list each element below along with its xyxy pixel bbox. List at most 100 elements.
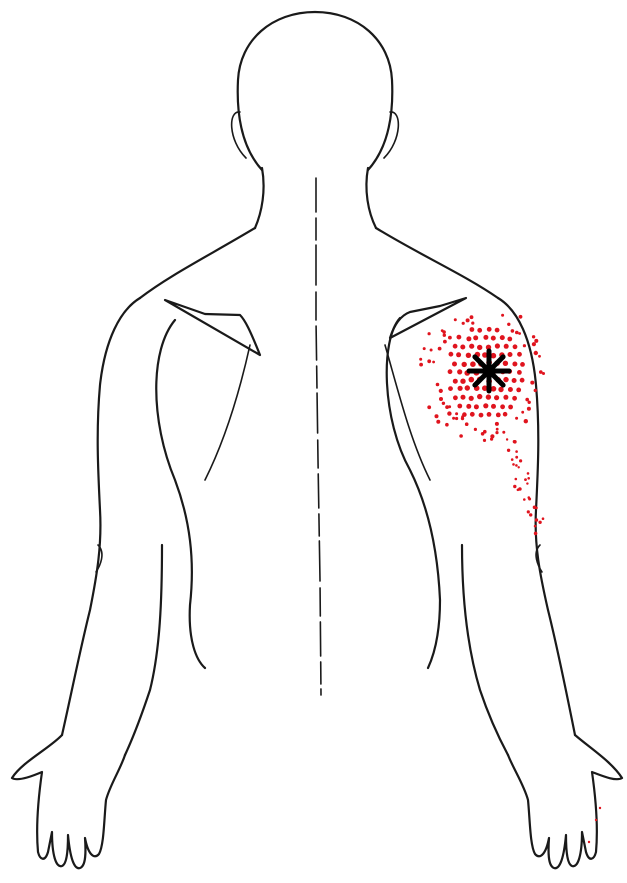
pain-dot	[506, 438, 508, 440]
pain-dot	[462, 362, 467, 367]
pain-dot	[448, 336, 452, 340]
pain-dot	[526, 482, 528, 484]
pain-dot	[523, 344, 526, 347]
pain-dot	[538, 521, 541, 524]
pain-dot	[466, 336, 471, 341]
right-arm-inner	[462, 545, 508, 755]
pain-dot	[495, 328, 500, 333]
pain-dot	[477, 345, 482, 350]
pain-dot	[449, 352, 454, 357]
pain-dot	[508, 352, 513, 357]
pain-dot	[457, 404, 462, 409]
pain-dot	[512, 463, 515, 466]
pain-dot	[483, 403, 488, 408]
pain-dot	[513, 485, 516, 488]
pain-dot	[452, 362, 457, 367]
left-hand	[12, 735, 125, 868]
neck-right	[366, 168, 376, 228]
pain-dot	[507, 337, 512, 342]
pain-dot	[419, 358, 422, 361]
pain-dot	[430, 349, 433, 352]
pain-dot	[538, 355, 541, 358]
pain-dot	[508, 387, 513, 392]
pain-dot	[487, 412, 492, 417]
pain-dot	[520, 362, 525, 367]
pain-dot	[542, 517, 545, 520]
pain-dot	[438, 347, 442, 351]
pain-dot	[534, 351, 538, 355]
pain-dot	[503, 361, 508, 366]
pain-dot	[520, 378, 525, 383]
pain-dot	[515, 331, 519, 335]
pain-dot	[534, 532, 538, 536]
pain-dot	[453, 379, 458, 384]
pain-dot	[503, 395, 508, 400]
pain-dot	[496, 428, 499, 431]
pain-dot	[432, 361, 435, 364]
trigger-point-marker	[469, 351, 509, 391]
pain-dot	[448, 369, 453, 374]
pain-dot	[513, 440, 517, 444]
pain-dot	[495, 422, 499, 426]
pain-dot	[439, 389, 443, 393]
pain-dot	[528, 498, 531, 501]
pain-dot	[479, 413, 484, 418]
pain-dot	[445, 423, 449, 427]
pain-dot	[436, 420, 440, 424]
pain-dot	[456, 352, 461, 357]
pain-dot	[428, 332, 431, 335]
pain-dot	[487, 327, 492, 332]
pain-dot	[447, 411, 451, 415]
right-lat-contour	[387, 318, 440, 668]
pain-dot	[513, 344, 518, 349]
pain-dot	[453, 395, 458, 400]
pain-dot	[517, 352, 522, 357]
left-lat-fold	[205, 345, 250, 480]
pain-dot	[465, 422, 469, 426]
pain-dot	[512, 362, 517, 367]
body-outline	[12, 12, 622, 868]
pain-dot	[535, 518, 539, 522]
pain-dot	[469, 396, 474, 401]
pain-dot	[474, 404, 479, 409]
pain-dot	[515, 464, 518, 467]
pain-dot	[448, 405, 451, 408]
pain-dot	[461, 395, 466, 400]
pain-dot	[442, 330, 446, 334]
right-trapezius-line	[376, 228, 498, 298]
pain-dot	[490, 434, 494, 438]
left-arm-outer	[62, 298, 140, 735]
pain-dot	[507, 323, 510, 326]
pain-dot	[524, 478, 527, 481]
pain-dot	[462, 322, 465, 325]
pain-dot	[512, 378, 517, 383]
pain-dot	[465, 385, 470, 390]
pain-dot	[530, 381, 534, 385]
pain-dot	[470, 361, 476, 367]
pain-dot	[481, 432, 485, 436]
pain-dot	[470, 327, 475, 332]
pain-dot	[515, 456, 518, 459]
pain-dot	[460, 379, 465, 384]
left-trapezius-line	[140, 228, 255, 298]
pain-dot	[495, 431, 498, 434]
pain-dot	[469, 377, 475, 383]
pain-dot	[518, 332, 521, 335]
pain-dot	[500, 404, 505, 409]
pain-dot	[457, 369, 462, 374]
pain-dot	[461, 417, 464, 420]
pain-dot	[515, 450, 518, 453]
pain-dot	[534, 389, 537, 392]
pain-dot	[511, 329, 515, 333]
left-scapula	[165, 300, 260, 355]
right-scapula	[390, 298, 466, 338]
pain-dot	[507, 449, 510, 452]
pain-dot	[455, 412, 458, 415]
pain-dot	[427, 405, 431, 409]
pain-dot	[599, 807, 601, 809]
pain-dot	[523, 498, 526, 501]
pain-dot	[516, 388, 521, 393]
pain-dot	[470, 412, 475, 417]
pain-dot	[502, 431, 505, 434]
